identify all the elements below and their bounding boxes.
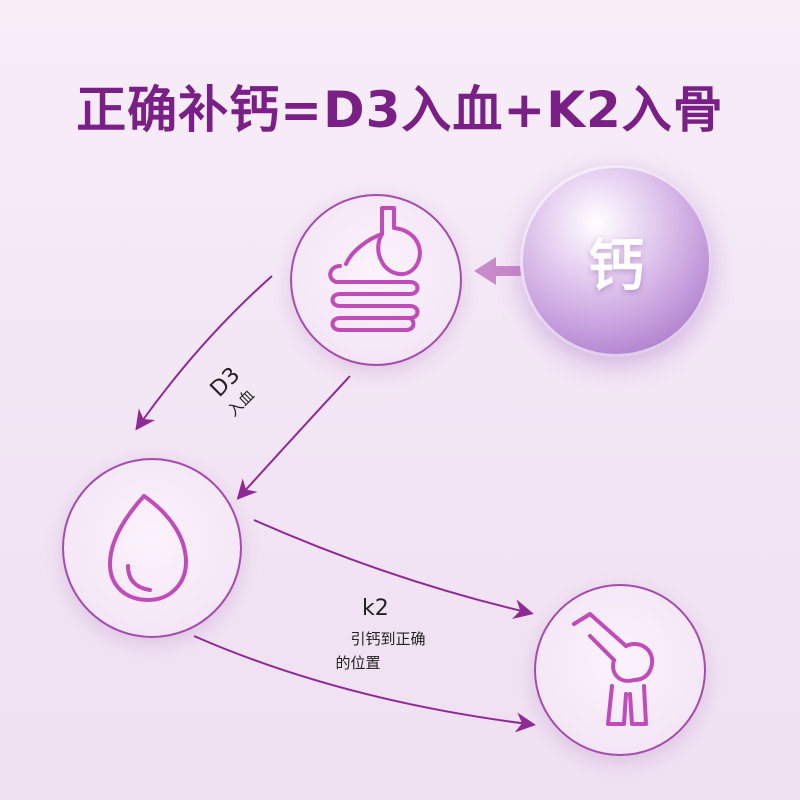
blood-to-bone-arrow-upper <box>253 519 534 619</box>
blood-to-bone-arrow-lower <box>193 635 536 733</box>
knee-bone-icon <box>572 612 655 726</box>
bone-circle <box>534 584 706 756</box>
k2-sub-line1: 引钙到正确 <box>350 630 426 648</box>
page-title: 正确补钙=D3入血+K2入骨 <box>76 81 724 139</box>
calcium-orb: 钙 <box>520 165 712 357</box>
blood-drop-icon <box>108 494 188 602</box>
stomach-circle <box>290 194 462 366</box>
blood-circle <box>62 458 242 638</box>
stomach-to-blood-arrow-outer <box>135 275 273 431</box>
k2-sub-line2: 的位置 <box>335 654 381 672</box>
calcium-to-stomach-arrow <box>474 257 522 285</box>
calcium-label: 钙 <box>588 233 644 299</box>
stomach-to-blood-arrow-inner <box>236 375 351 500</box>
stomach-icon <box>328 206 422 332</box>
k2-label: k2 <box>362 596 389 621</box>
